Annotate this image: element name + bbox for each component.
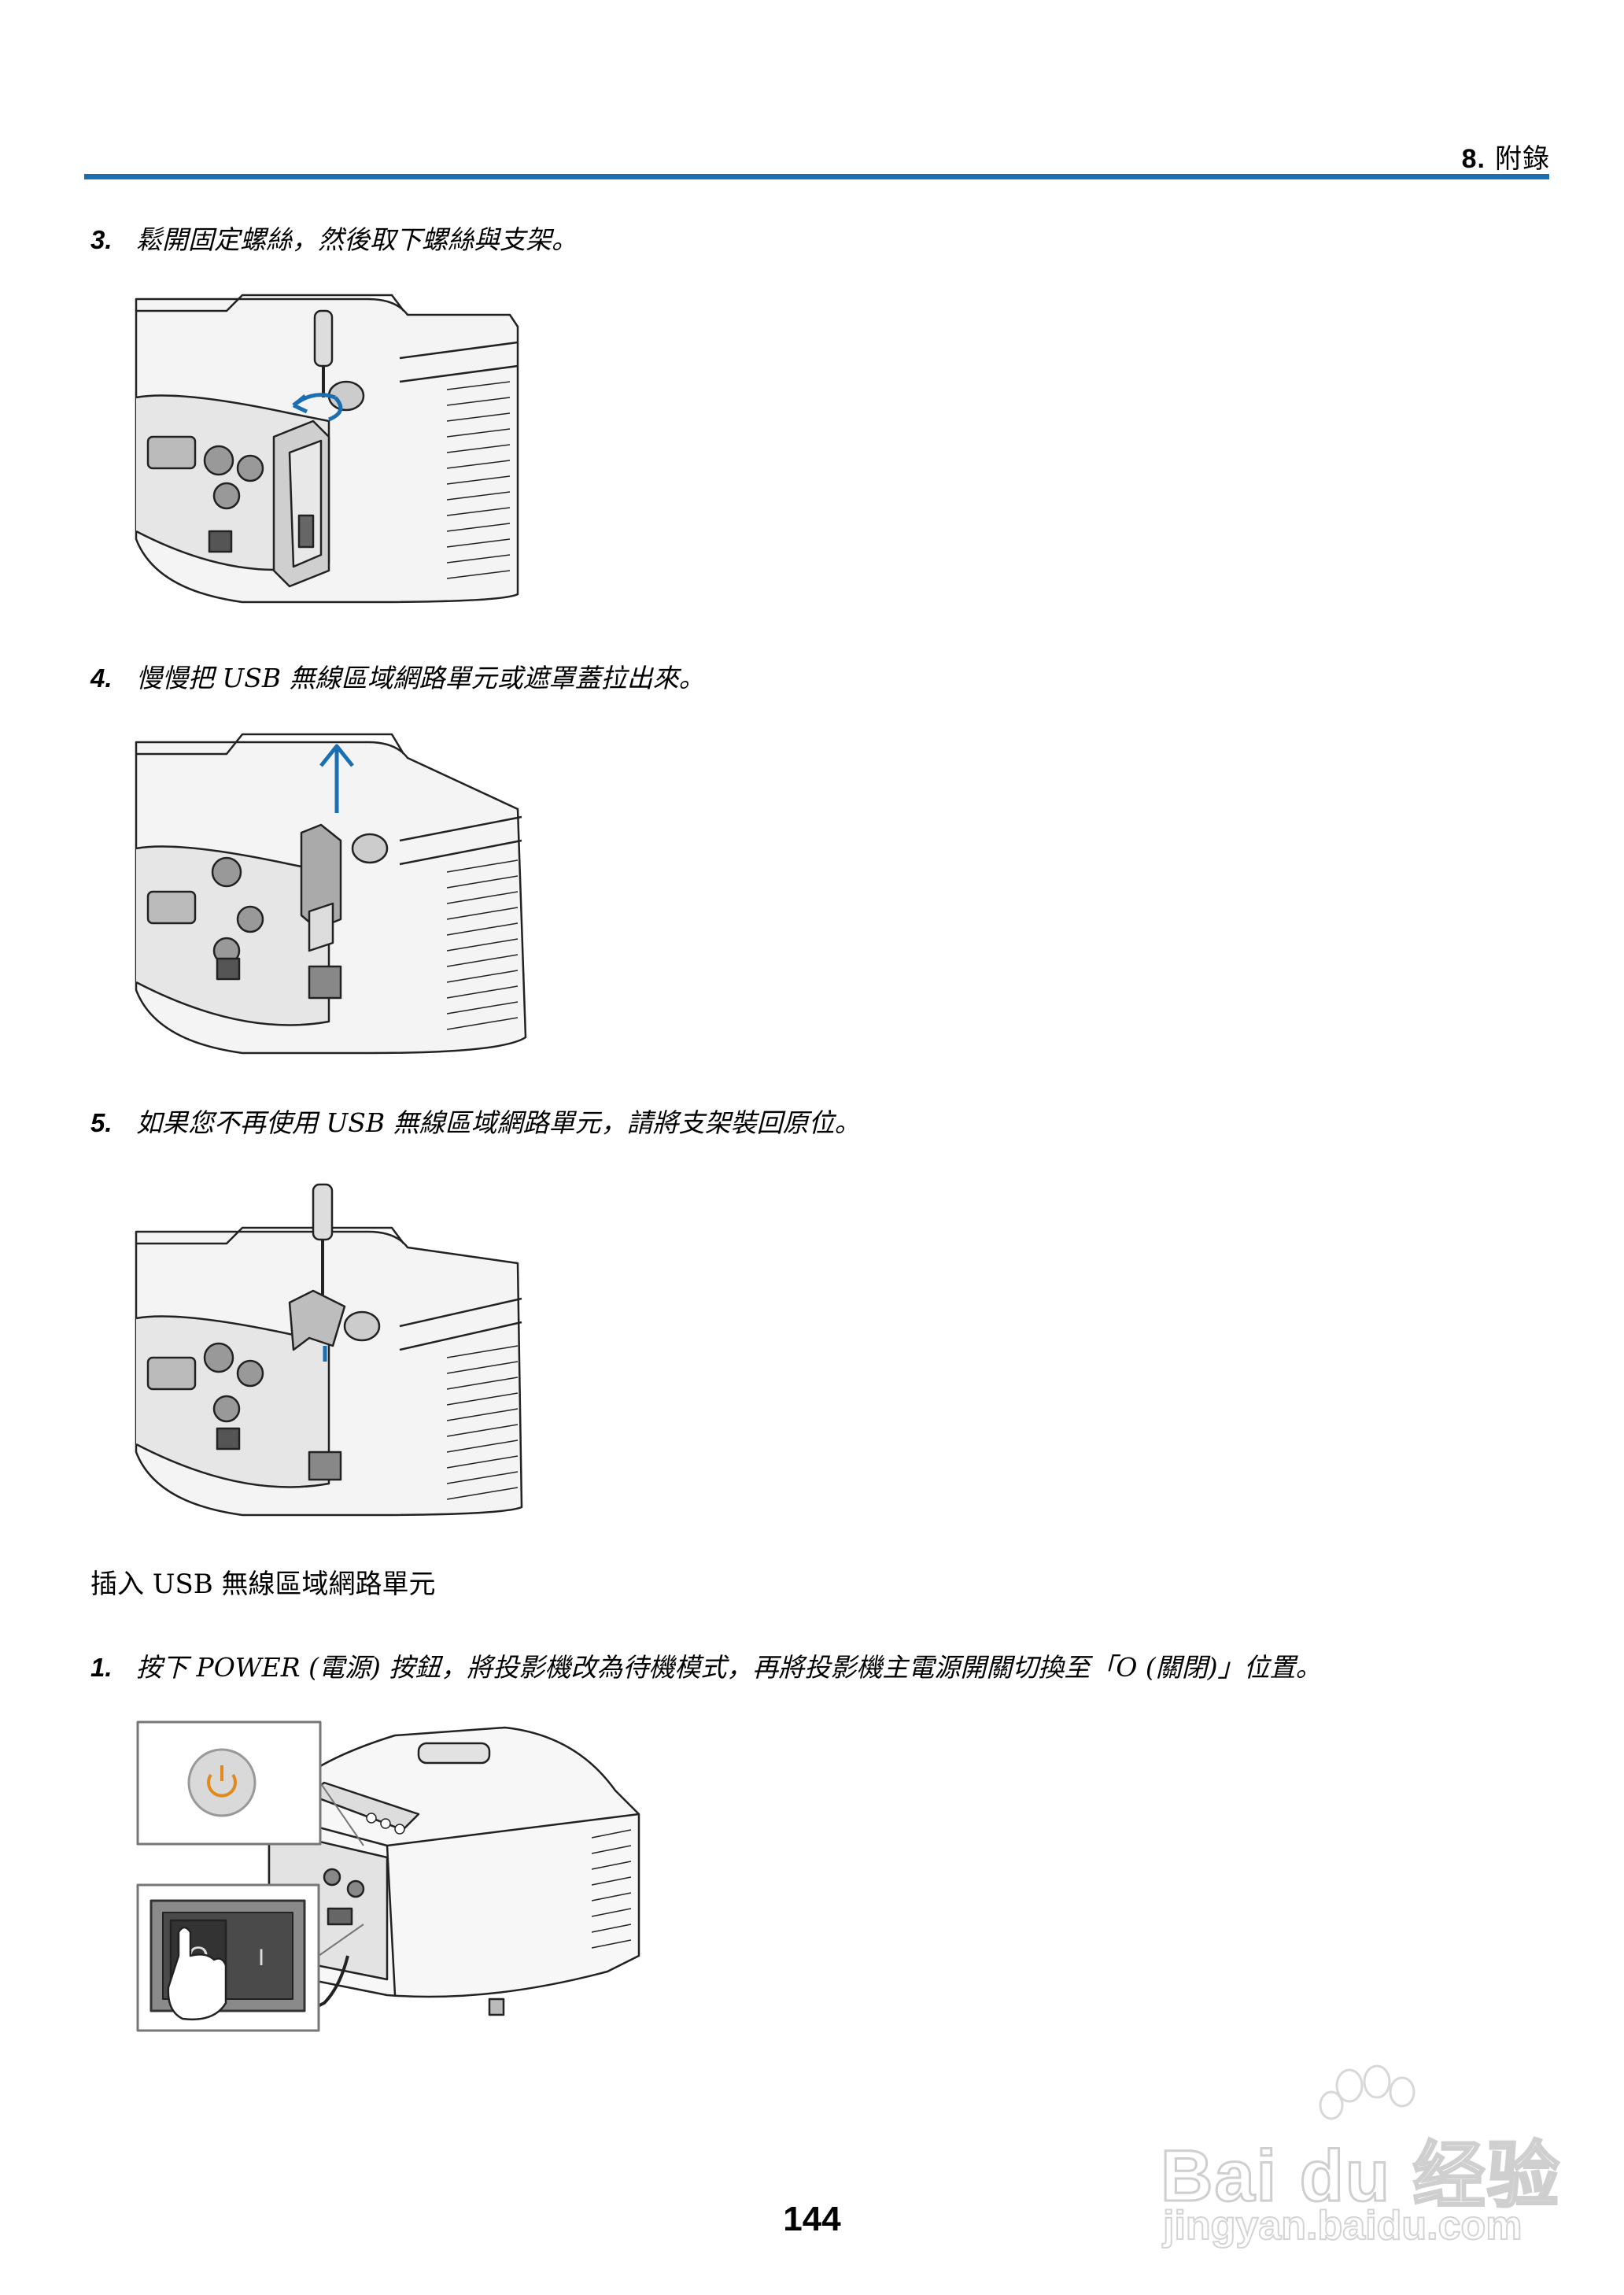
step-text: 按下 POWER (電源) 按鈕，將投影機改為待機模式，再將投影機主電源開關切換…: [136, 1652, 1322, 1683]
figure-remove-screw: [132, 279, 530, 614]
figure-reattach-bracket: [132, 1169, 530, 1527]
chapter-number: 8.: [1462, 144, 1486, 174]
chapter-title: 附錄: [1495, 143, 1550, 175]
step-text: 如果您不再使用 USB 無線區域網路單元，請將支架裝回原位。: [136, 1107, 861, 1138]
step-5: 5.如果您不再使用 USB 無線區域網路單元，請將支架裝回原位。: [90, 1102, 861, 1140]
section-step-1: 1.按下 POWER (電源) 按鈕，將投影機改為待機模式，再將投影機主電源開關…: [90, 1646, 1322, 1684]
step-text: 慢慢把 USB 無線區域網路單元或遮罩蓋拉出來。: [136, 663, 705, 693]
step-number: 1.: [90, 1653, 136, 1683]
switch-on-label: I: [258, 1945, 264, 1971]
figure-pull-out-unit: [132, 722, 533, 1065]
step-4: 4.慢慢把 USB 無線區域網路單元或遮罩蓋拉出來。: [90, 657, 705, 695]
step-3: 3.鬆開固定螺絲，然後取下螺絲與支架。: [90, 219, 578, 257]
header-rule: [84, 174, 1549, 179]
section-heading: 插入 USB 無線區域網路單元: [90, 1562, 436, 1601]
step-number: 3.: [90, 225, 136, 255]
step-number: 4.: [90, 663, 136, 693]
step-number: 5.: [90, 1108, 136, 1138]
step-text: 鬆開固定螺絲，然後取下螺絲與支架。: [136, 224, 578, 255]
chapter-heading: 8. 附錄: [1462, 137, 1550, 176]
figure-power-standby: O I: [135, 1720, 647, 2034]
page-number: 144: [0, 2200, 1624, 2239]
